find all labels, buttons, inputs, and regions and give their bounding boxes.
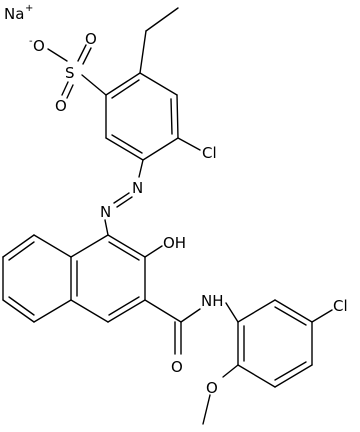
atom-labels: Na + O - S O O Cl N N OH NH O Cl O [4, 3, 348, 397]
bond-naph-a3 [107, 299, 146, 323]
methoxy-o-label: O [206, 379, 218, 397]
sulfonate-oxide-charge: - [29, 36, 33, 47]
bond-ring1-d-inner [111, 134, 143, 154]
bond-ring1-d [105, 137, 144, 161]
chloro-right-label: Cl [333, 297, 348, 315]
bond-ring1-a [139, 72, 178, 96]
bond-naph-a4 [70, 299, 109, 323]
bond-naph-a6 [70, 234, 109, 258]
bond-naph-a1-inner [108, 241, 140, 261]
chloro-top-label: Cl [202, 144, 217, 162]
bond-naph-b2-inner [8, 241, 35, 261]
sulfonyl-o-lower-label: O [55, 97, 67, 115]
amide-o-label: O [171, 358, 183, 376]
bond-c-amide [144, 299, 182, 323]
bond-ring3-b-inner [274, 306, 307, 326]
bond-o-ch3-methoxy [202, 394, 211, 425]
azo-n2-label: N [100, 203, 111, 221]
amide-nh-label: NH [201, 292, 224, 310]
azo-n1-label: N [132, 179, 143, 197]
bond-c-cl-right [311, 309, 333, 323]
sodium-charge: + [25, 3, 33, 14]
bond-azo-2 [116, 196, 133, 208]
sulfur-label: S [65, 64, 75, 82]
bond-ring1-b [176, 94, 179, 139]
bond-naph-b1 [33, 234, 72, 258]
bond-naph-b4 [2, 299, 35, 323]
bond-naph-a3-inner [108, 296, 140, 316]
bond-s-o-upper-2 [82, 47, 92, 65]
bond-c-o-methoxy [222, 364, 239, 378]
bond-naph-b5 [33, 299, 72, 323]
bond-c-s [81, 74, 107, 96]
hydroxyl-label: OH [163, 234, 186, 252]
bond-s-o-upper-1 [77, 44, 87, 62]
sodium-label: Na [4, 5, 24, 23]
bond-n-aryl [225, 302, 239, 323]
bond-n-naph [104, 219, 109, 236]
bond-ring1-f-inner [111, 79, 140, 99]
sulfonyl-o-upper-label: O [85, 30, 97, 48]
bonds [2, 7, 333, 425]
bond-naph-b4-inner [8, 296, 35, 316]
bond-ring3-d [274, 364, 313, 388]
bond-s-o-minus [47, 48, 68, 62]
bond-ring1-f [105, 72, 141, 96]
bond-s-o-lower-2 [66, 84, 74, 99]
bond-ring1-n [138, 159, 144, 178]
bond-amide-cn [180, 308, 201, 323]
bond-ring3-a [237, 299, 276, 323]
bond-c-oh [144, 245, 163, 258]
bond-ring3-d-inner [274, 361, 307, 381]
bond-ethyl-ch2 [139, 30, 147, 74]
bond-ring3-e [237, 364, 276, 388]
bond-ring1-b-inner [170, 98, 173, 135]
bond-s-o-lower-1 [61, 81, 69, 96]
bond-ethyl-ch3 [145, 7, 179, 32]
bond-naph-a1 [107, 234, 146, 258]
bond-c-cl-top [177, 137, 201, 151]
bond-ring3-b [274, 299, 313, 323]
bond-azo-1 [113, 192, 130, 204]
bond-ring1-c [142, 137, 179, 161]
bond-naph-b2 [2, 234, 35, 258]
sulfonate-oxide-label: O [33, 37, 45, 55]
